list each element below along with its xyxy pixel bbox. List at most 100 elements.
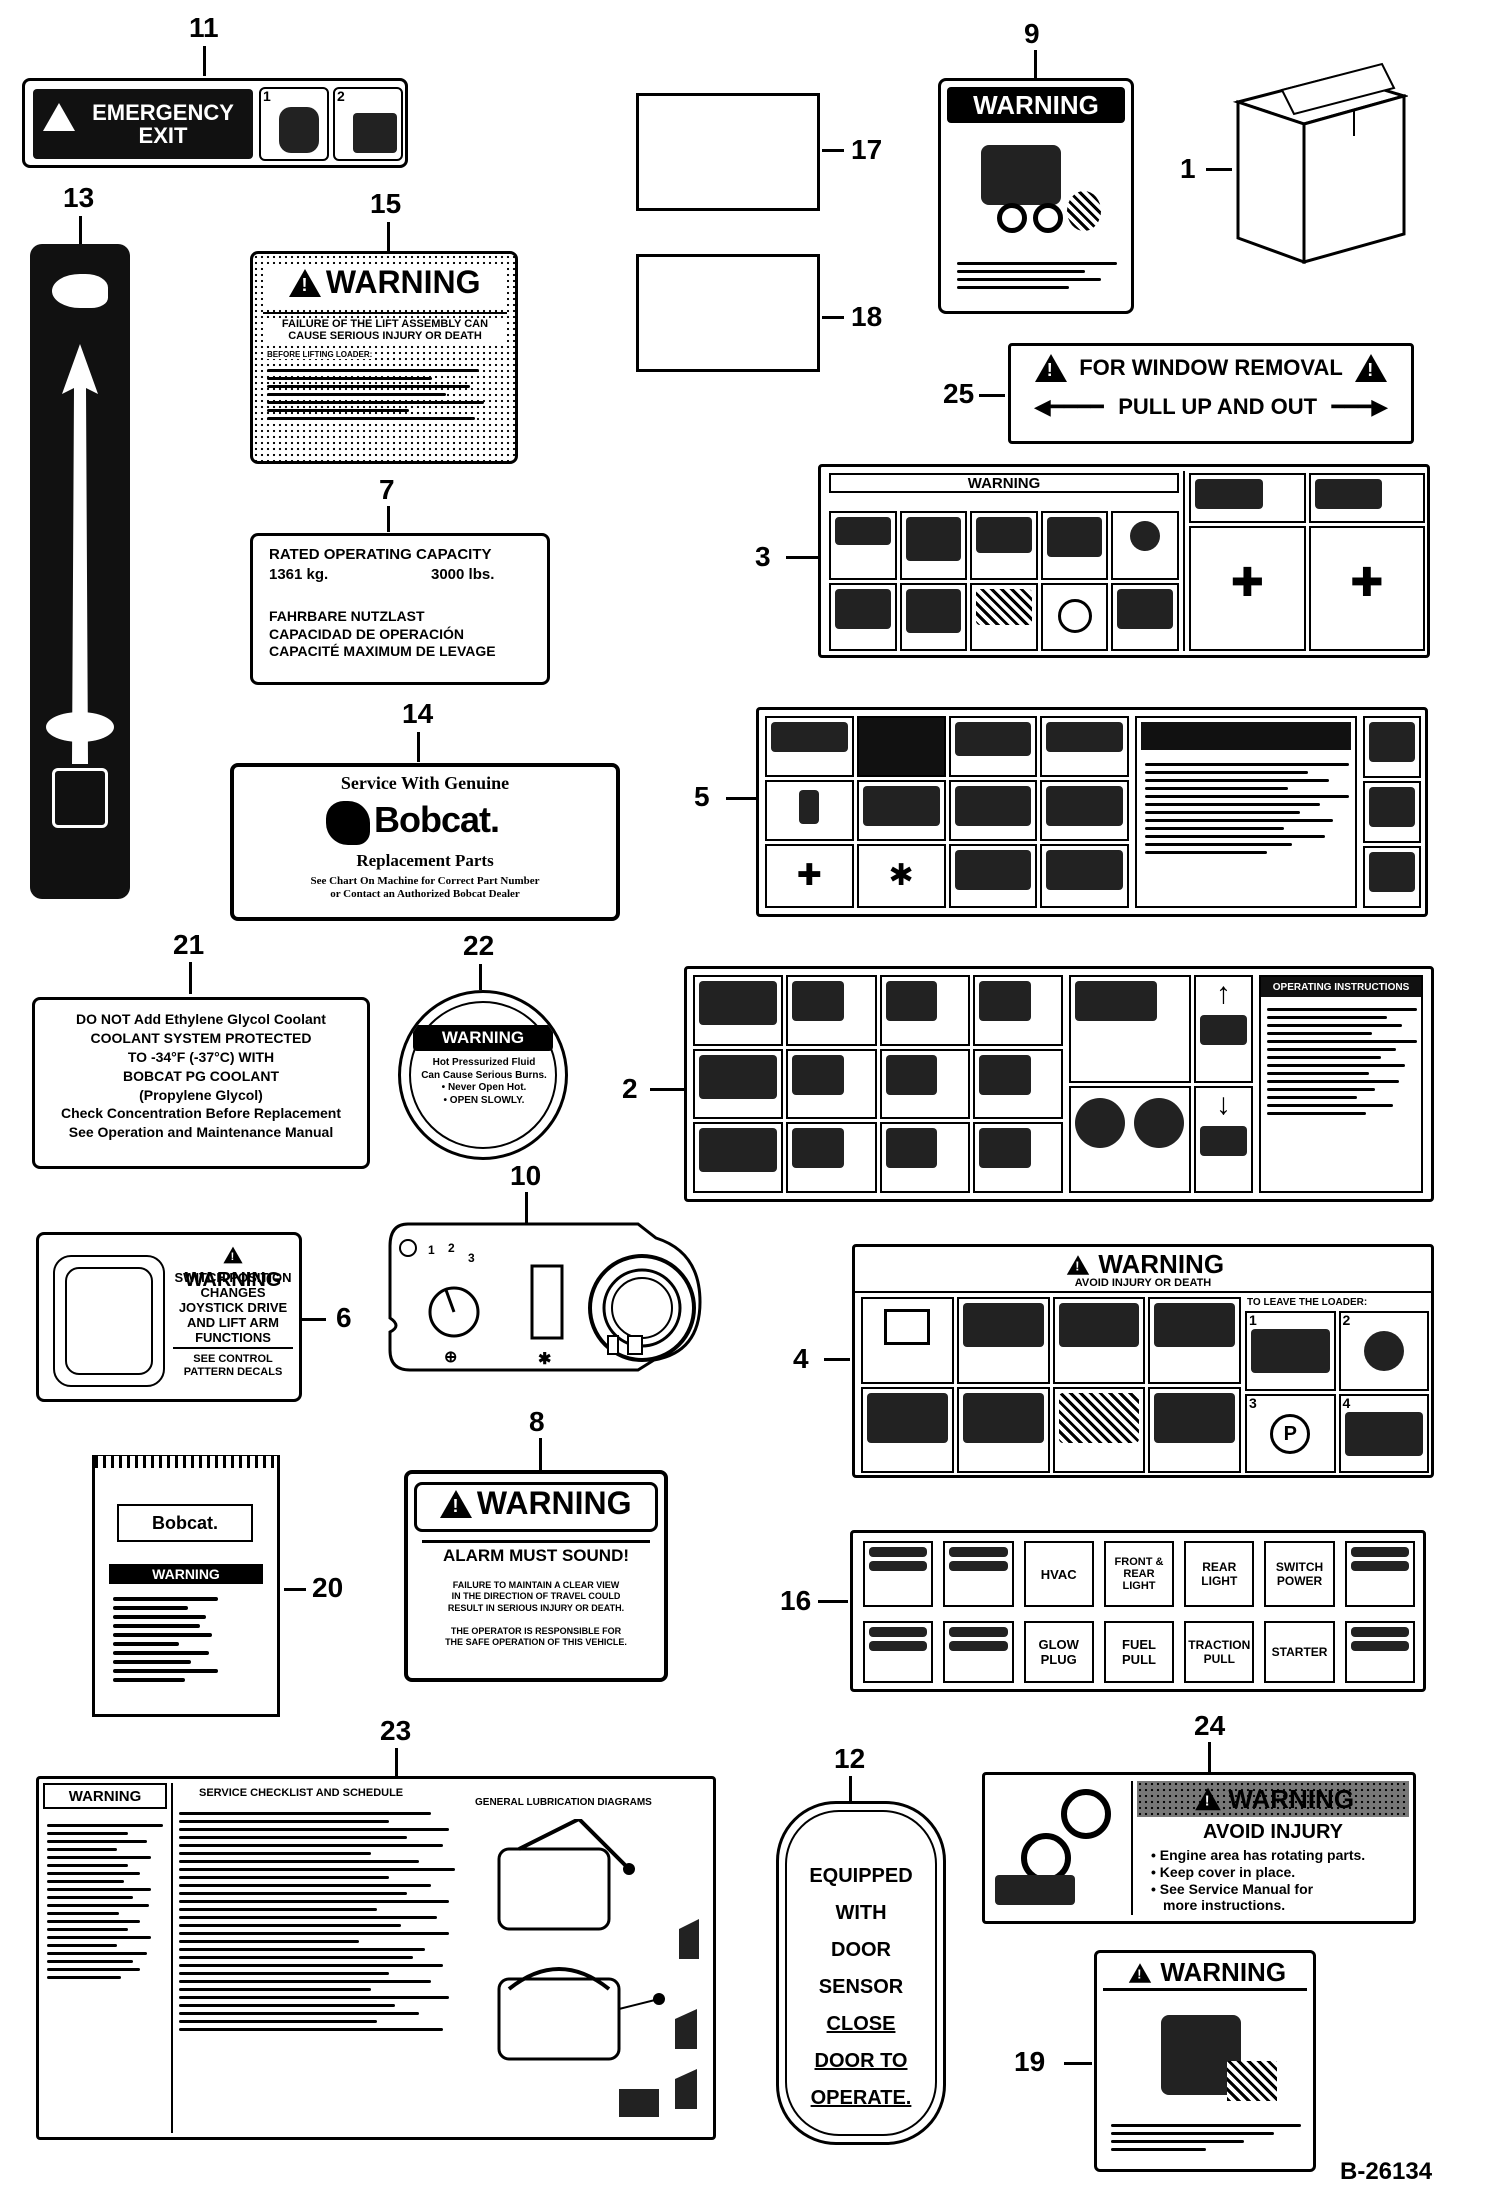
warning-triangle-icon (1195, 1787, 1221, 1811)
parking-brake-icon (1040, 582, 1109, 651)
fuse-row-bottom: GLOW PLUG FUEL PULL TRACTION PULL STARTE… (863, 1621, 1415, 1683)
warning-triangle-icon (1034, 354, 1067, 382)
decal-19-warning: WARNING (1094, 1950, 1316, 2172)
decal-7-rated-capacity: RATED OPERATING CAPACITY 1361 kg. 3000 l… (250, 533, 550, 685)
pictogram-cell (1040, 780, 1129, 841)
manual-text-lines (113, 1592, 263, 1687)
callout-5: 5 (694, 781, 710, 812)
warning-header: WARNING (109, 1564, 263, 1584)
window-open-icon (353, 113, 397, 153)
crush-icon (829, 582, 897, 651)
callout-8: 8 (529, 1406, 545, 1437)
leader-16 (818, 1600, 848, 1603)
callout-11: 11 (189, 12, 219, 43)
svg-text:⊕: ⊕ (444, 1349, 457, 1366)
controls-pictogram-grid: ✚ ✱ (765, 716, 1129, 908)
leader-6 (302, 1318, 326, 1321)
fuse-fuel-pull: FUEL PULL (1103, 1621, 1175, 1683)
avoid-injury-label: AVOID INJURY (1202, 1821, 1344, 1843)
warning-triangle-icon (289, 268, 322, 297)
switch-line-2: CHANGES (200, 1284, 266, 1300)
coolant-line-6: Check Concentration Before Replacement (60, 1105, 342, 1122)
leader-24 (1208, 1742, 1211, 1772)
warning-title: WARNING (152, 1566, 220, 1582)
warning-triangle-icon (43, 103, 75, 131)
warning-pictogram-grid (829, 511, 1179, 651)
warning-title: WARNING (476, 1485, 632, 1521)
side-pictogram-column (1363, 716, 1421, 908)
fuse-glow-plug: GLOW PLUG (1023, 1621, 1094, 1683)
switch-line-3: JOYSTICK DRIVE (178, 1299, 288, 1315)
joystick-right-header (1308, 473, 1425, 523)
warning-header: WARNING (169, 1241, 297, 1292)
instructions-text-panel: OPERATING INSTRUCTIONS (1259, 975, 1423, 1193)
step-number: 2 (337, 88, 345, 104)
exit-step-2: 2 (1338, 1311, 1429, 1391)
decal-18-blank-plate (636, 254, 820, 372)
callout-24: 24 (1194, 1710, 1226, 1741)
switch-line-1: SWITCH POSITION (174, 1270, 292, 1285)
leader-10 (525, 1192, 528, 1226)
hot-fluid-line-3: • Never Open Hot. (441, 1082, 527, 1093)
emergency-exit-panel: EMERGENCY EXIT (33, 89, 253, 159)
left-joystick-pattern-icon: ✚ (1189, 526, 1306, 651)
callout-13: 13 (63, 182, 95, 213)
fuse-front-rear-light: FRONT & REAR LIGHT (1103, 1541, 1175, 1607)
leader-13 (79, 216, 82, 244)
leader-21 (189, 962, 192, 994)
decal-14-genuine-parts: Service With Genuine Bobcat. Replacement… (230, 763, 620, 921)
seat-icon (1111, 511, 1179, 580)
rotating-line-1: • Engine area has rotating parts. (1151, 1847, 1366, 1863)
warning-triangle-icon (1128, 1962, 1152, 1983)
decal-12-door-sensor: EQUIPPED WITH DOOR SENSOR CLOSE DOOR TO … (776, 1801, 946, 2145)
dial-tick-3: 3 (468, 1251, 475, 1265)
french-label: CAPACITÉ MAXIMUM DE LEVAGE (269, 643, 496, 659)
warning-header: WARNING (263, 264, 507, 308)
window-removal-label: FOR WINDOW REMOVAL (1079, 355, 1343, 380)
exit-step-1: 1 (259, 87, 329, 161)
decal-10-control-panel: ⊕ ✱ (388, 1222, 702, 1372)
fuse-row-top: HVAC FRONT & REAR LIGHT REAR LIGHT SWITC… (863, 1541, 1415, 1607)
service-checklist-title: SERVICE CHECKLIST AND SCHEDULE (199, 1787, 404, 1799)
down-arrow-icon: ↓ (1193, 1085, 1253, 1193)
lubrication-diagram-title: GENERAL LUBRICATION DIAGRAMS (475, 1797, 652, 1808)
instructions-title: OPERATING INSTRUCTIONS (1272, 982, 1410, 993)
leader-11 (203, 46, 206, 76)
decal-9-warning: WARNING (938, 78, 1134, 314)
fuse-rear-light: REAR LIGHT (1184, 1541, 1255, 1607)
coolant-line-3: TO -34°F (-37°C) WITH (127, 1048, 275, 1065)
hand-push-icon (279, 107, 319, 153)
leader-20 (284, 1588, 306, 1591)
replacement-parts-label: Replacement Parts (356, 851, 494, 870)
pattern-decals-line: PATTERN DECALS (183, 1365, 283, 1378)
leader-23 (395, 1748, 398, 1776)
joystick-pattern-icon: ✚ (765, 844, 854, 908)
callout-14: 14 (402, 698, 434, 729)
switch-line-4: AND LIFT ARM (187, 1314, 279, 1330)
leader-22 (479, 964, 482, 990)
operator-icon (899, 511, 968, 580)
warning-header: WARNING (1137, 1781, 1409, 1817)
leader-8 (539, 1438, 542, 1470)
throttle-knob-icon (52, 768, 108, 828)
leader-14 (417, 732, 420, 762)
svg-text:✱: ✱ (538, 1351, 551, 1368)
operate-label: OPERATE. (810, 2087, 912, 2109)
hot-fluid-line-2: Can Cause Serious Burns. (421, 1069, 547, 1081)
instruction-text-panel (1135, 716, 1357, 908)
left-arrow-icon: ◀━━━━ (1033, 394, 1104, 419)
dual-pedal-icon (1069, 1085, 1191, 1193)
service-genuine-label: Service With Genuine (340, 773, 510, 793)
warning-header: WARNING (829, 473, 1179, 493)
sensor-label: SENSOR (818, 1976, 904, 1998)
before-lifting-label: BEFORE LIFTING LOADER: (267, 350, 373, 359)
slope-icon (970, 582, 1038, 651)
switch-line-5: FUNCTIONS (195, 1329, 271, 1345)
alarm-must-sound: ALARM MUST SOUND! (442, 1546, 630, 1565)
warning-header: WARNING (43, 1783, 167, 1809)
lubrication-diagram-icon (497, 1819, 699, 2117)
right-joystick-pattern-icon: ✚ (1308, 526, 1425, 651)
alarm-line-6: THE SAFE OPERATION OF THIS VEHICLE. (445, 1637, 627, 1648)
step-number: 1 (1249, 1312, 1257, 1328)
